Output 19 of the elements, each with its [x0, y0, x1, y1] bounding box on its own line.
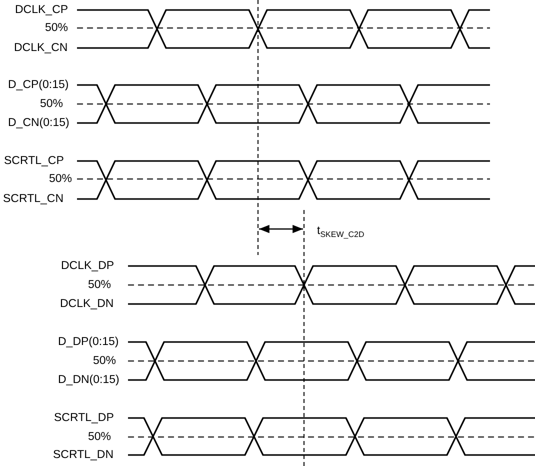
- signal-label: D_CN(0:15): [8, 116, 70, 130]
- signal-label: 50%: [49, 172, 72, 186]
- signal-label: DCLK_DP: [61, 260, 114, 272]
- signal-label: DCLK_CP: [15, 4, 68, 16]
- signal-label: 50%: [45, 22, 68, 34]
- signal-label: SCRTL_DN: [53, 448, 114, 462]
- signal-label: SCRTL_CP: [4, 154, 64, 168]
- signal-label: 50%: [88, 430, 112, 444]
- signal-label: SCRTL_DP: [54, 412, 114, 424]
- signal-label: 50%: [40, 98, 64, 110]
- signal-label: D_DP(0:15): [58, 336, 119, 348]
- signal-label: 50%: [88, 278, 112, 292]
- signal-label: DCLK_CN: [14, 42, 68, 54]
- signal-label: SCRTL_CN: [3, 192, 64, 206]
- signal-label: 50%: [93, 354, 116, 368]
- timing-label: t$_{SKEW_C2D}$: [317, 224, 364, 238]
- signal-label: D_DN(0:15): [58, 374, 120, 386]
- signal-label: DCLK_DN: [60, 298, 114, 310]
- signal-label: D_CP(0:15): [8, 78, 69, 92]
